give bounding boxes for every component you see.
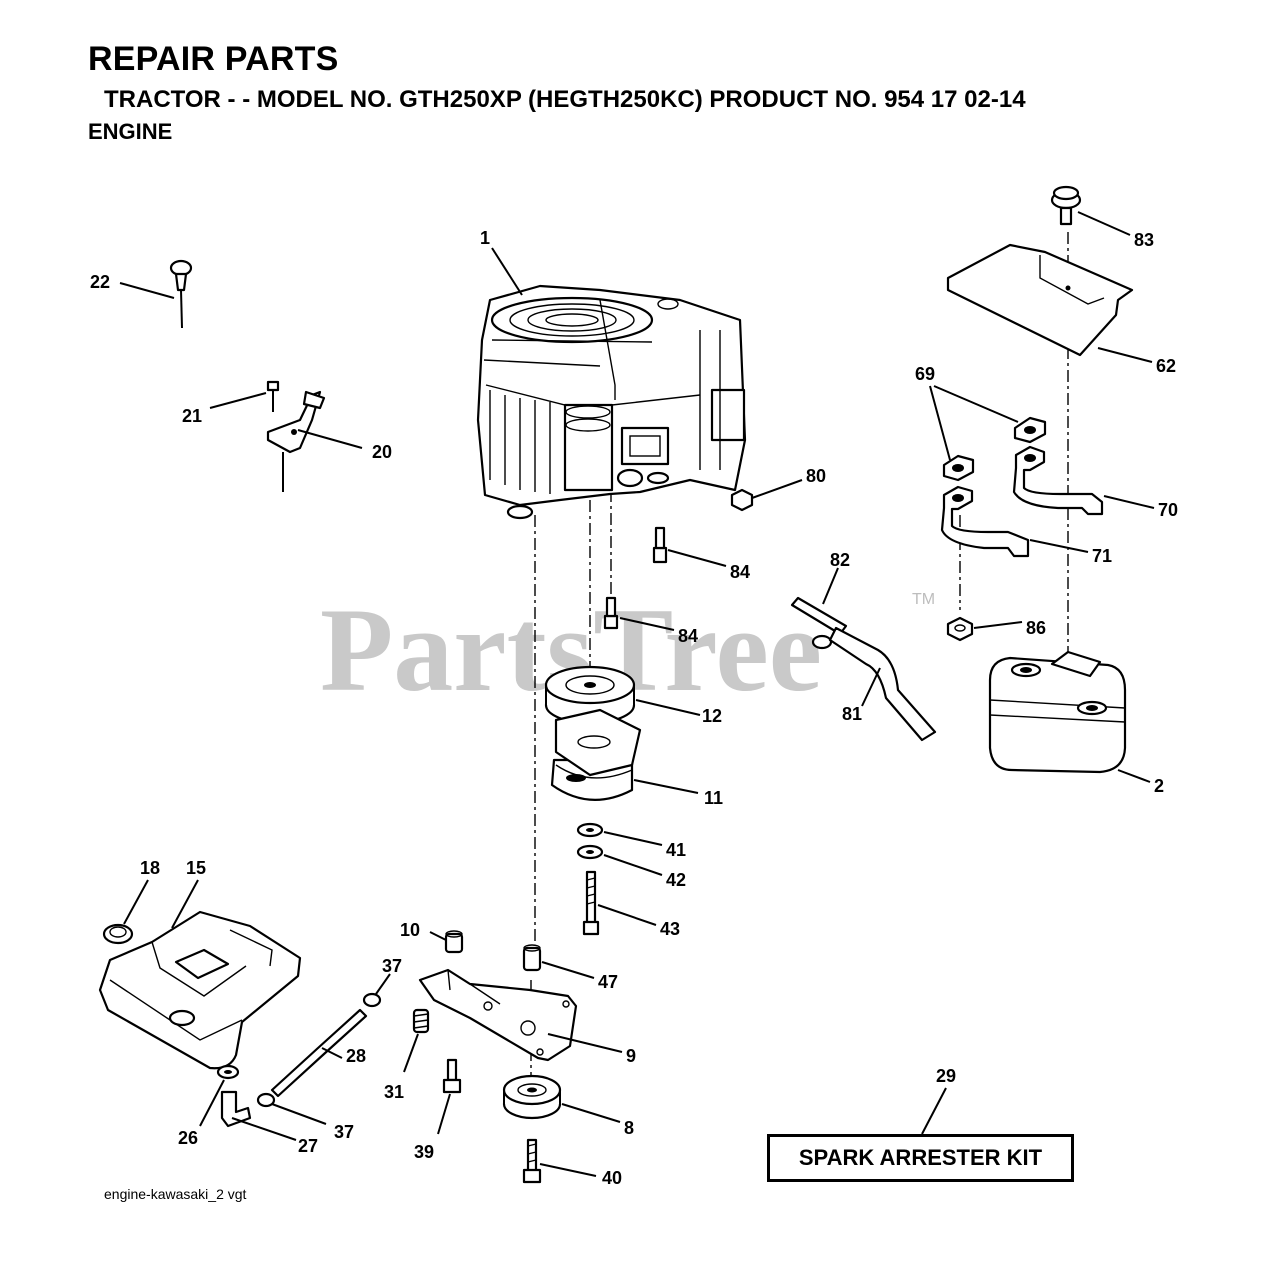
callout-20: 20 — [372, 442, 392, 462]
callout-12: 12 — [702, 706, 722, 726]
grommet-part[interactable] — [216, 1064, 240, 1080]
bracket-screw-part[interactable] — [266, 380, 280, 412]
callout-80: 80 — [806, 466, 826, 486]
callout-39: 39 — [414, 1142, 434, 1162]
hose-clamp-upper-part[interactable] — [362, 992, 382, 1008]
callout-37-upper: 37 — [382, 956, 402, 976]
gasket-left-part[interactable] — [942, 454, 975, 482]
callout-86: 86 — [1026, 618, 1046, 638]
nut-part[interactable] — [730, 488, 754, 512]
callout-43: 43 — [660, 919, 680, 939]
fuel-elbow-part[interactable] — [220, 1090, 252, 1128]
callout-37-lower: 37 — [334, 1122, 354, 1142]
callout-8: 8 — [624, 1118, 634, 1138]
callout-29: 29 — [936, 1066, 956, 1086]
callout-31: 31 — [384, 1082, 404, 1102]
callout-81: 81 — [842, 704, 862, 724]
watermark-trademark: TM — [912, 591, 935, 608]
callout-27: 27 — [298, 1136, 318, 1156]
bolt-43-part[interactable] — [582, 870, 600, 936]
page-title: REPAIR PARTS — [88, 40, 339, 78]
callout-18: 18 — [140, 858, 160, 878]
muffler-part[interactable] — [988, 650, 1127, 774]
exhaust-pipe-right-part[interactable] — [1012, 445, 1104, 516]
idler-pulley-part[interactable] — [502, 1074, 562, 1120]
dipstick-tube-part[interactable] — [828, 626, 937, 742]
heat-shield-part[interactable] — [946, 243, 1134, 357]
washer-41-part[interactable] — [576, 822, 604, 838]
callout-62: 62 — [1156, 356, 1176, 376]
bolt-40-part[interactable] — [522, 1138, 542, 1184]
callout-71: 71 — [1092, 546, 1112, 566]
callout-70: 70 — [1158, 500, 1178, 520]
spark-arrester-kit-label[interactable]: SPARK ARRESTER KIT — [767, 1134, 1074, 1182]
spring-part[interactable] — [412, 1008, 430, 1034]
callout-1: 1 — [480, 228, 490, 248]
fuel-tank-part[interactable] — [98, 910, 302, 1070]
callout-28: 28 — [346, 1046, 366, 1066]
gasket-right-part[interactable] — [1013, 416, 1047, 444]
spacer-47-part[interactable] — [522, 944, 542, 972]
bolt-84-lower-part[interactable] — [603, 596, 619, 630]
callout-22: 22 — [90, 272, 110, 292]
callout-9: 9 — [626, 1046, 636, 1066]
washer-42-part[interactable] — [576, 844, 604, 860]
engine-part[interactable] — [476, 284, 747, 520]
callout-15: 15 — [186, 858, 206, 878]
bolt-84-upper-part[interactable] — [652, 526, 668, 564]
exhaust-pipe-left-part[interactable] — [940, 485, 1030, 558]
bolt-39-part[interactable] — [442, 1058, 462, 1094]
callout-84-lower: 84 — [678, 626, 698, 646]
spacer-10-part[interactable] — [444, 930, 464, 954]
model-subtitle: TRACTOR - - MODEL NO. GTH250XP (HEGTH250… — [104, 86, 1026, 113]
callout-83: 83 — [1134, 230, 1154, 250]
throttle-bracket-part[interactable] — [266, 390, 326, 492]
fuel-line-part[interactable] — [270, 1008, 368, 1098]
section-title: ENGINE — [88, 119, 173, 144]
callout-10: 10 — [400, 920, 420, 940]
callout-26: 26 — [178, 1128, 198, 1148]
callout-69: 69 — [915, 364, 935, 384]
choke-knob-part[interactable] — [169, 259, 193, 329]
shield-knob-part[interactable] — [1050, 185, 1082, 226]
callout-21: 21 — [182, 406, 202, 426]
callout-40: 40 — [602, 1168, 622, 1188]
hose-clamp-lower-part[interactable] — [256, 1092, 276, 1108]
dipstick-part[interactable] — [790, 596, 848, 650]
callout-2: 2 — [1154, 776, 1164, 796]
pulley-12-part[interactable] — [544, 665, 636, 725]
callout-41: 41 — [666, 840, 686, 860]
callout-84-upper: 84 — [730, 562, 750, 582]
exhaust-nut-part[interactable] — [946, 616, 974, 642]
fuel-cap-part[interactable] — [102, 923, 134, 945]
electric-clutch-part[interactable] — [550, 708, 642, 801]
idler-bracket-part[interactable] — [418, 968, 578, 1062]
callout-47: 47 — [598, 972, 618, 992]
callout-82: 82 — [830, 550, 850, 570]
callout-11: 11 — [704, 788, 723, 808]
drawing-id: engine-kawasaki_2 vgt — [104, 1186, 247, 1202]
callout-42: 42 — [666, 870, 686, 890]
